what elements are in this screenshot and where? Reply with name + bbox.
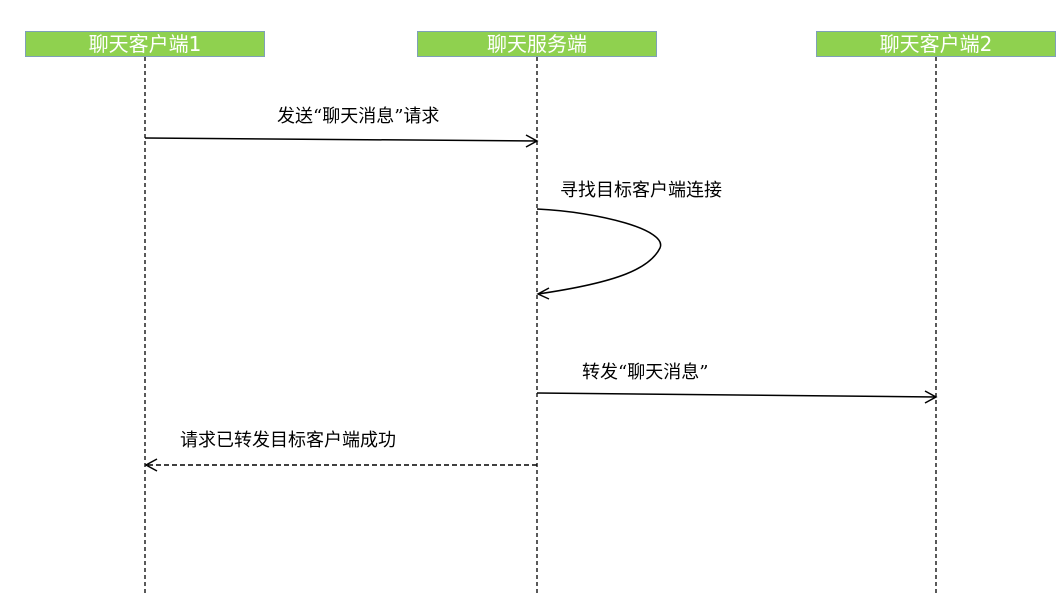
message-forward-label: 转发“聊天消息” [582,362,709,383]
message-forward-success-label: 请求已转发目标客户端成功 [180,430,396,451]
message-find-target [536,208,662,300]
actor-chat-client-2: 聊天客户端2 [816,31,1056,57]
message-send-request-line [144,137,538,142]
message-find-target-loop [536,208,662,295]
message-forward-success [144,458,537,472]
message-forward-line [536,392,937,398]
message-forward-arrowhead [924,390,938,404]
message-send-request-label: 发送“聊天消息”请求 [277,106,440,127]
message-send-request [144,134,539,148]
message-forward [536,390,938,404]
message-find-target-label: 寻找目标客户端连接 [560,180,722,201]
message-find-target-arrowhead [536,287,550,300]
actor-chat-client-1: 聊天客户端1 [25,31,265,57]
actor-chat-server: 聊天服务端 [417,31,657,57]
message-forward-success-arrowhead [144,458,158,472]
message-send-request-arrowhead [525,134,539,148]
